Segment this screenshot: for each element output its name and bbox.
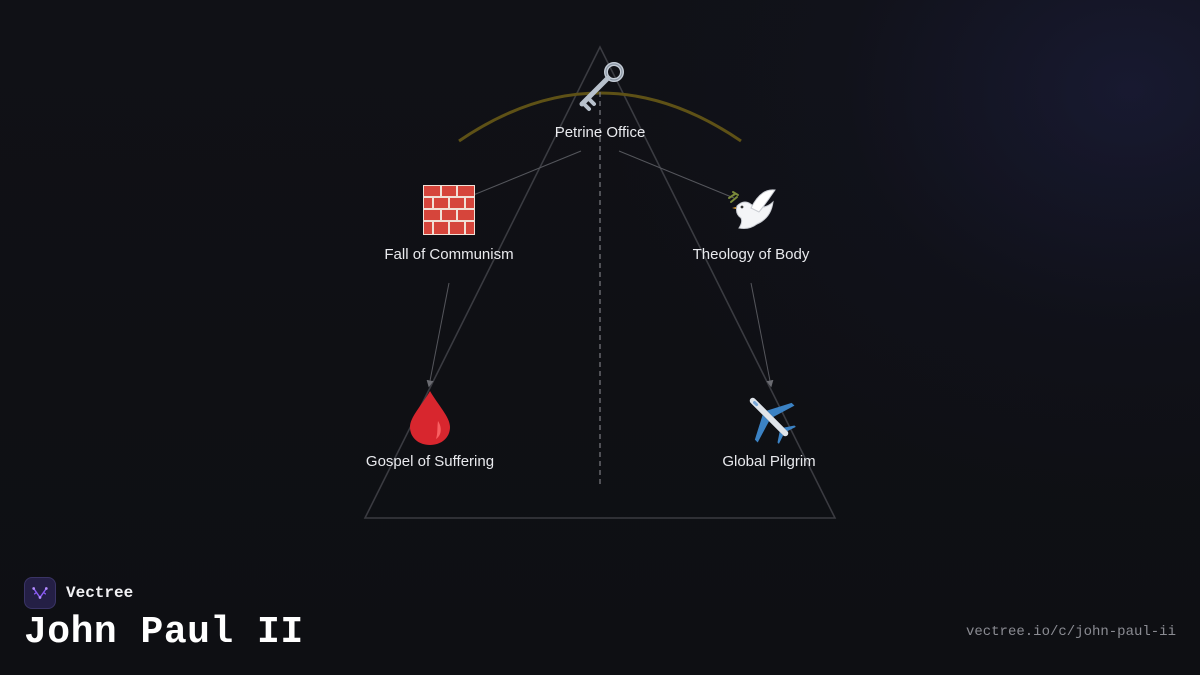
- drop-of-blood-icon: [400, 387, 460, 447]
- airplane-icon: [739, 387, 799, 447]
- node-label: Petrine Office: [554, 124, 646, 141]
- page-title: John Paul II: [24, 611, 304, 654]
- brick-wall-icon: [419, 180, 479, 240]
- node-fall-of-communism[interactable]: Fall of Communism: [339, 180, 559, 263]
- old-key-icon: [570, 58, 630, 118]
- node-label: Gospel of Suffering: [365, 453, 495, 470]
- node-label: Fall of Communism: [384, 246, 514, 263]
- connector-petrine-communism: [465, 150, 582, 199]
- connector-petrine-theology: [618, 150, 735, 199]
- vectree-tree-icon: [24, 577, 56, 609]
- node-theology-of-body[interactable]: Theology of Body: [641, 180, 861, 263]
- outline-triangle: [363, 45, 837, 519]
- brand-name: Vectree: [66, 584, 134, 602]
- brand[interactable]: Vectree: [24, 577, 133, 609]
- dove-icon: [721, 180, 781, 240]
- node-global-pilgrim[interactable]: Global Pilgrim: [659, 387, 879, 470]
- connector-theology-pilgrim: [750, 282, 774, 388]
- node-gospel-of-suffering[interactable]: Gospel of Suffering: [320, 387, 540, 470]
- connector-communism-suffering: [426, 282, 450, 388]
- node-petrine-office[interactable]: Petrine Office: [490, 58, 710, 141]
- node-label: Global Pilgrim: [722, 453, 816, 470]
- page-url[interactable]: vectree.io/c/john-paul-ii: [965, 624, 1176, 640]
- node-label: Theology of Body: [692, 246, 810, 263]
